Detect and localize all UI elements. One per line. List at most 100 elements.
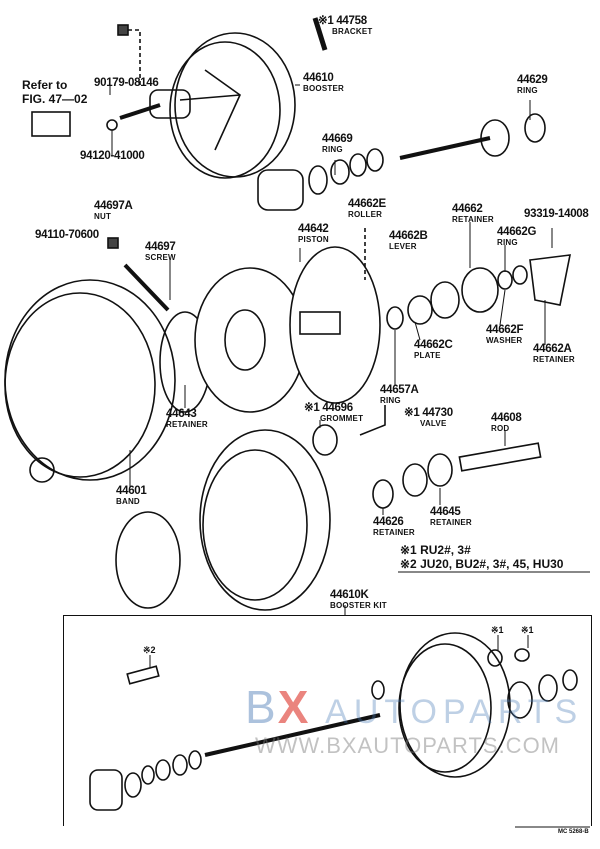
clevis-drawing <box>31 111 71 137</box>
part-name: VALVE <box>420 418 447 428</box>
part-label: 90179-08146 <box>94 77 159 90</box>
kit-drawing <box>89 632 590 828</box>
note-1: ※1 RU2#, 3# <box>400 543 471 557</box>
part-number: 44610 <box>303 72 334 84</box>
part-number: 44662B <box>389 230 428 242</box>
bracket-drawing <box>312 17 328 51</box>
part-name: NUT <box>94 211 112 221</box>
part-name: LEVER <box>389 241 417 251</box>
watermark-url: WWW.BXAUTOPARTS.COM <box>255 733 561 758</box>
part-number: 94110-70600 <box>35 229 99 241</box>
part-number: 44601 <box>116 485 147 497</box>
part-number: 44657A <box>380 384 419 396</box>
part-name: BRACKET <box>332 26 373 36</box>
part-name: PLATE <box>414 350 441 360</box>
part-number: 44610K <box>330 589 369 601</box>
part-name: RETAINER <box>166 419 208 429</box>
part-number: ※1 44696 <box>304 402 353 414</box>
part-name: WASHER <box>486 335 523 345</box>
part-name: ROD <box>491 423 510 433</box>
part-name: BOOSTER <box>303 83 344 93</box>
watermark-b: B <box>245 681 278 733</box>
part-number: 44662F <box>486 324 524 336</box>
part-name: RETAINER <box>452 214 494 224</box>
nut-drawing <box>117 24 129 36</box>
part-number: 44669 <box>322 133 353 145</box>
leader-dashed <box>128 29 141 85</box>
part-name: SCREW <box>145 252 176 262</box>
part-number: ※1 44730 <box>404 407 453 419</box>
watermark-text: AUTOPARTS <box>325 693 584 731</box>
piston-drawing <box>194 228 572 413</box>
part-name: GROMMET <box>320 413 364 423</box>
part-number: 44662G <box>497 226 537 238</box>
part-number: 90179-08146 <box>94 77 159 89</box>
valve-assembly-drawing <box>257 113 546 211</box>
part-name: RING <box>517 85 538 95</box>
part-name: RING <box>380 395 401 405</box>
kit-marker: ※1 <box>491 625 504 635</box>
refer-line-1: Refer to <box>22 78 68 92</box>
booster-kit-frame <box>63 615 592 826</box>
part-number: 44626 <box>373 516 404 528</box>
part-name: RETAINER <box>373 527 415 537</box>
part-number: 44643 <box>166 408 197 420</box>
leader-lines <box>109 80 590 616</box>
part-number: 44662E <box>348 198 386 210</box>
diagram-code: MC 5268-B <box>558 829 589 835</box>
part-number: 44642 <box>298 223 329 235</box>
shell-drawing <box>115 405 542 611</box>
figure-reference: Refer to FIG. 47—02 <box>22 78 87 106</box>
part-label: 94110-70600 <box>35 229 99 242</box>
watermark-logo: BX AUTOPARTS <box>245 680 583 734</box>
part-name: RING <box>322 144 343 154</box>
part-name: RING <box>497 237 518 247</box>
kit-marker: ※1 <box>521 625 534 635</box>
part-name: PISTON <box>298 234 329 244</box>
part-number: 44697A <box>94 200 133 212</box>
part-number: 93319-14008 <box>524 208 589 220</box>
booster-drawing <box>119 32 296 179</box>
part-number: ※1 44758 <box>318 15 367 27</box>
part-number: 44629 <box>517 74 548 86</box>
part-number: 44608 <box>491 412 522 424</box>
housing-drawing <box>4 237 211 483</box>
part-label: 93319-14008 <box>524 208 589 221</box>
part-number: 44645 <box>430 506 461 518</box>
part-number: 94120-41000 <box>80 150 145 162</box>
part-name: ROLLER <box>348 209 383 219</box>
part-name: BAND <box>116 496 140 506</box>
part-name: BOOSTER KIT <box>330 600 387 610</box>
refer-line-2: FIG. 47—02 <box>22 92 88 106</box>
kit-marker: ※2 <box>143 645 156 655</box>
part-name: RETAINER <box>430 517 472 527</box>
part-number: 44662A <box>533 343 572 355</box>
note-2: ※2 JU20, BU2#, 3#, 45, HU30 <box>400 557 564 571</box>
nut-n-drawing <box>106 119 118 131</box>
part-number: 44662 <box>452 203 483 215</box>
part-number: 44697 <box>145 241 176 253</box>
